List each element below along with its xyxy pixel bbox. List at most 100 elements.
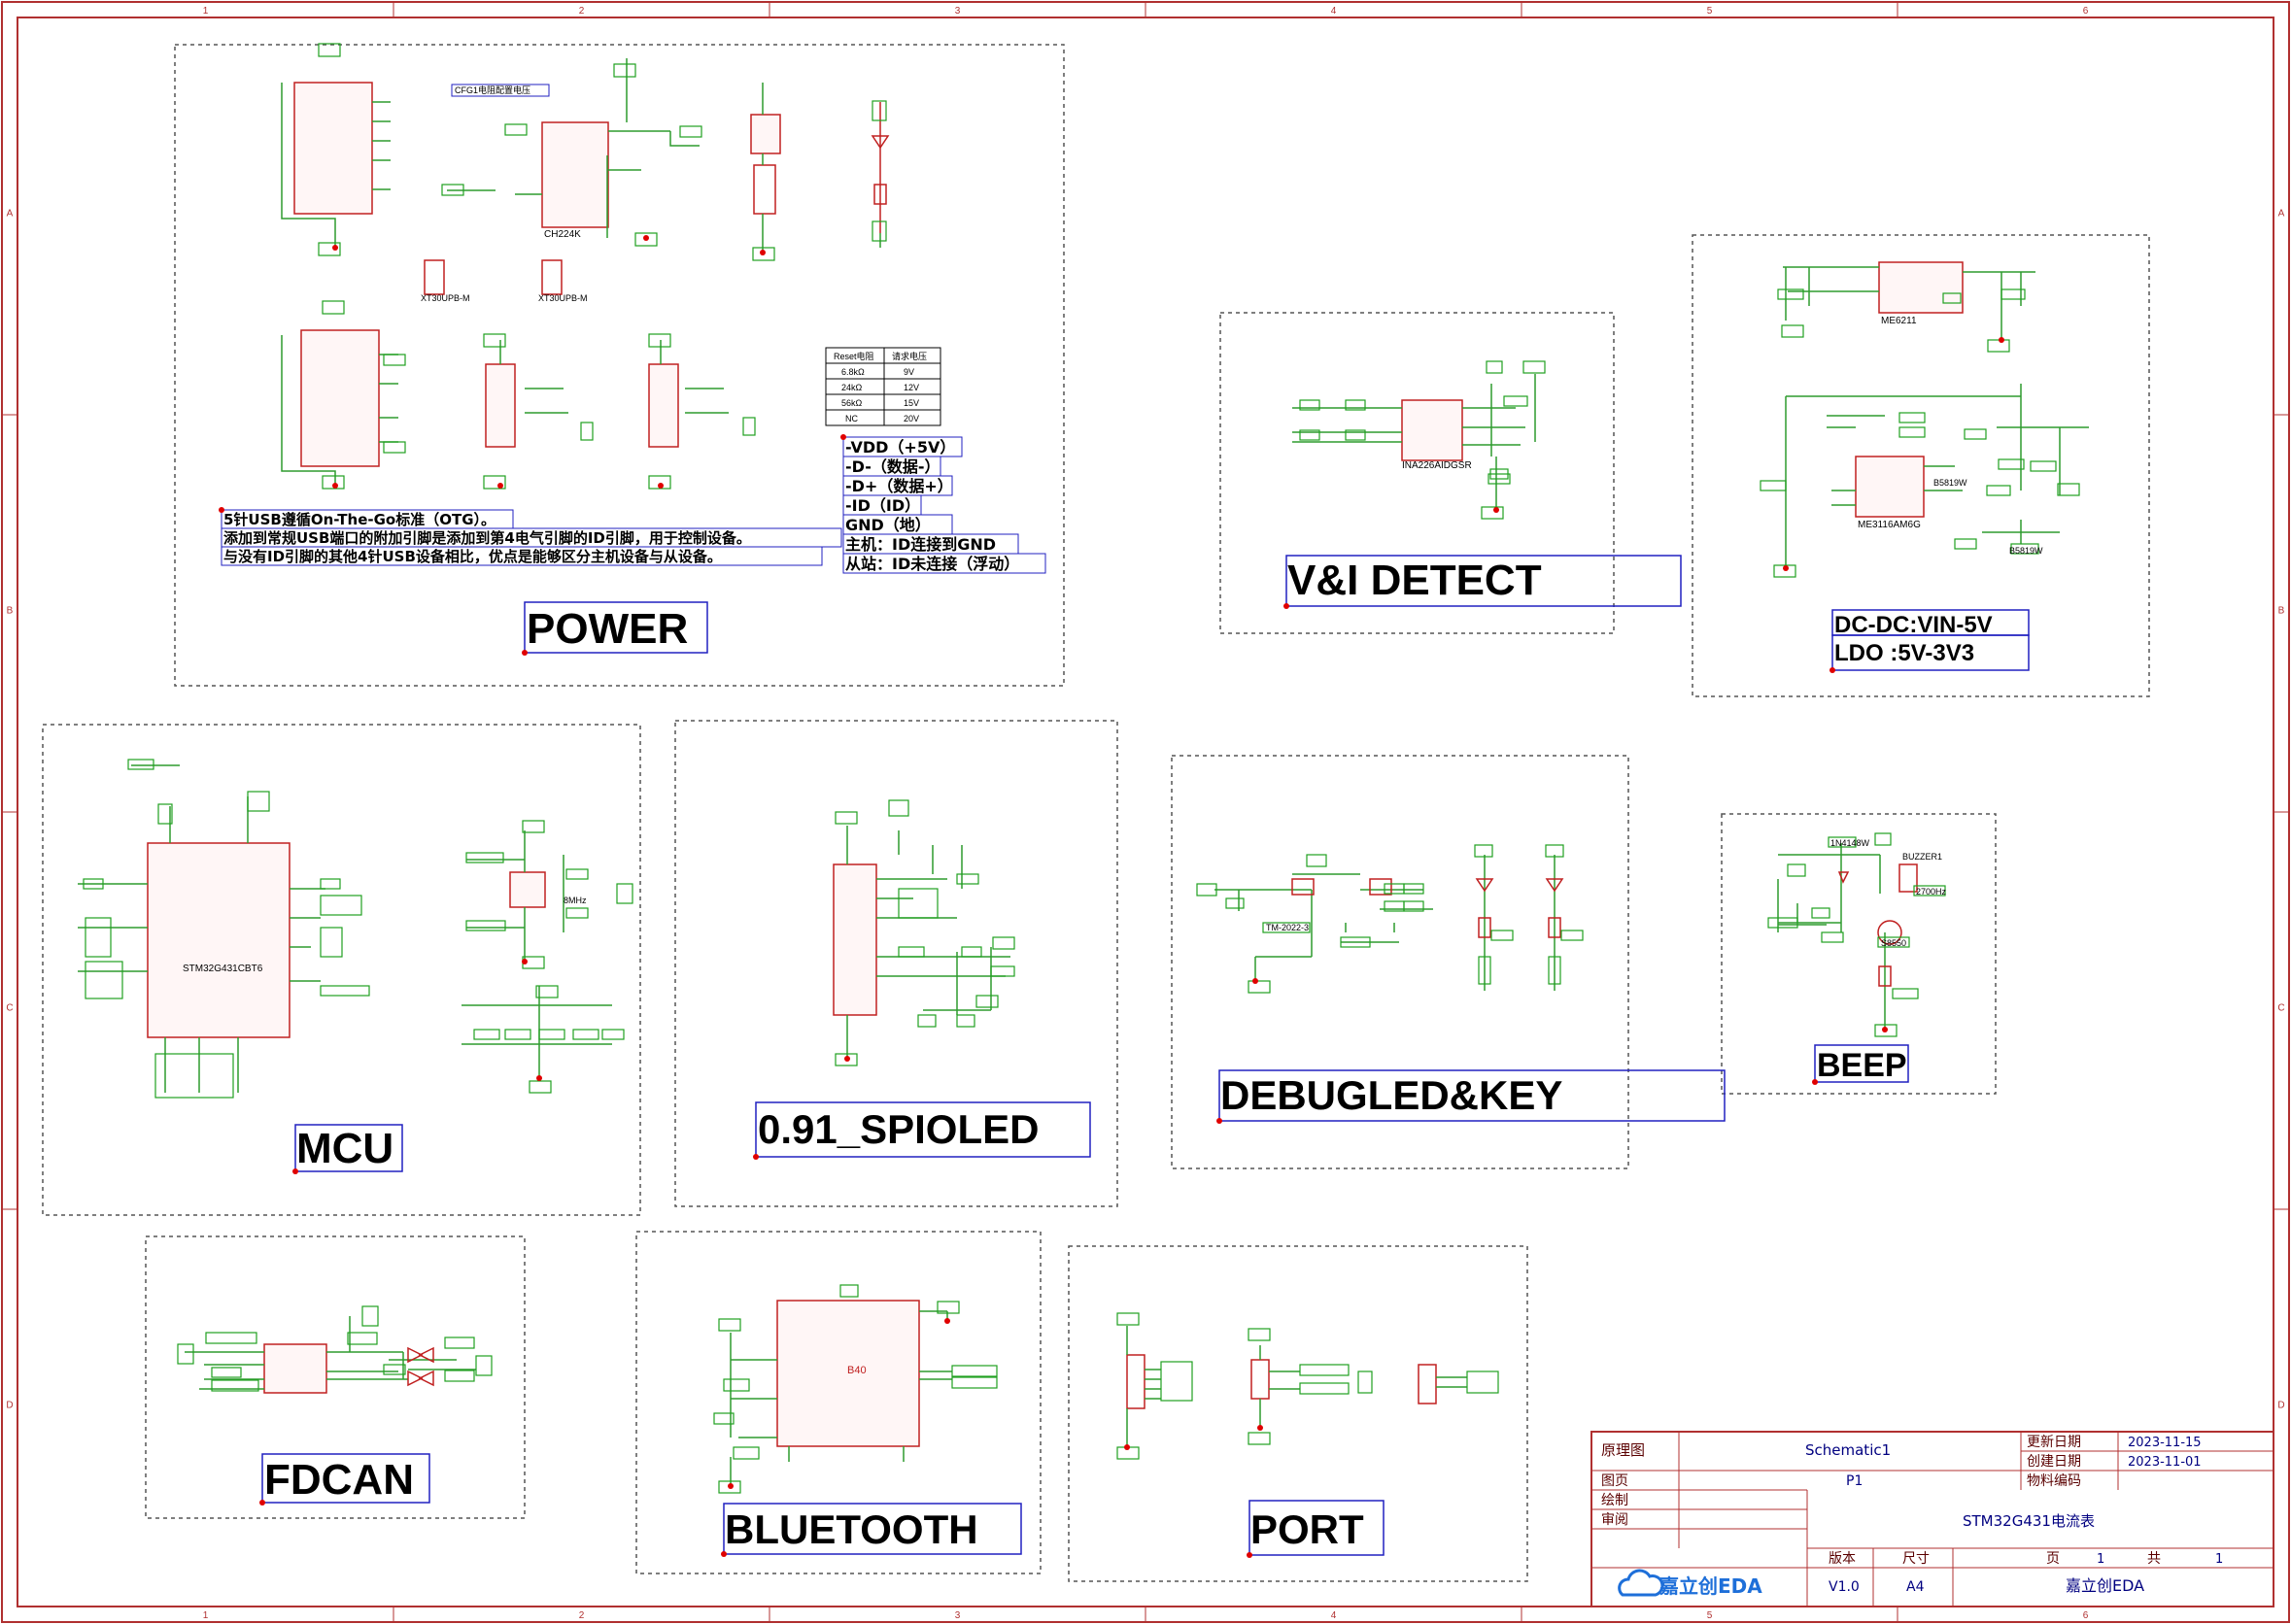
frame-col-marker: 4 bbox=[1331, 1610, 1337, 1621]
frame-col-marker: 6 bbox=[2083, 1610, 2089, 1621]
mcu-circuit: STM32G431CBT6 8MHz bbox=[78, 759, 633, 1099]
frame-col-marker: 6 bbox=[2083, 6, 2089, 17]
title-block: 原理图 Schematic1 更新日期 2023-11-15 创建日期 2023… bbox=[1590, 1431, 2274, 1607]
frame-row-marker: A bbox=[7, 209, 14, 220]
reset-table-r3c0: NC bbox=[845, 414, 858, 423]
reset-table-r0c1: 9V bbox=[904, 367, 914, 377]
cfg-note: CFG1电阻配置电压 bbox=[455, 85, 530, 95]
dcdc-title-2: LDO :5V-3V3 bbox=[1834, 640, 1974, 666]
power-title: POWER bbox=[527, 605, 688, 653]
ina226-label: INA226AIDGSR bbox=[1402, 460, 1472, 471]
frame-col-marker: 2 bbox=[579, 1610, 585, 1621]
otg-notes: 5针USB遵循On-The-Go标准（OTG）。 添加到常规USB端口的附加引脚… bbox=[221, 509, 842, 566]
schottky-label-1: B5819W bbox=[1933, 478, 1967, 488]
reset-table-r2c0: 56kΩ bbox=[841, 398, 863, 408]
ch224k-label: CH224K bbox=[544, 229, 581, 240]
me6211-label: ME6211 bbox=[1881, 316, 1917, 326]
diode-label: 1N4148W bbox=[1830, 838, 1870, 848]
logo-text: 嘉立创EDA bbox=[1658, 1574, 1762, 1598]
power-module-box bbox=[174, 44, 1065, 687]
power-circuit bbox=[293, 82, 890, 467]
frame-row-marker: B bbox=[7, 606, 14, 617]
frame-col-marker: 5 bbox=[1707, 1610, 1713, 1621]
frame-row-marker: A bbox=[2278, 209, 2285, 220]
frame-col-marker: 4 bbox=[1331, 6, 1337, 17]
beep-title: BEEP bbox=[1817, 1047, 1907, 1084]
dcdc-circuit: ME6211 ME3116AM6G B5819W B5819W bbox=[1760, 261, 2089, 578]
frame-col-marker: 3 bbox=[955, 6, 961, 17]
bluetooth-circuit: B40 bbox=[713, 1284, 998, 1494]
tb-company: 嘉立创EDA bbox=[2066, 1576, 2144, 1595]
vi-detect-title: V&I DETECT bbox=[1287, 557, 1542, 604]
key-part-label: TM-2022-3 bbox=[1266, 923, 1309, 932]
tb-total: 1 bbox=[2215, 1552, 2223, 1567]
xt30-label-2: XT30UPB-M bbox=[538, 293, 588, 303]
bluetooth-title: BLUETOOTH bbox=[725, 1506, 978, 1552]
pin-note-dminus: -D-（数据-） bbox=[845, 457, 940, 476]
otg-note-1: 5针USB遵循On-The-Go标准（OTG）。 bbox=[223, 511, 496, 528]
tb-size: A4 bbox=[1906, 1579, 1925, 1595]
mcu-chip-label: STM32G431CBT6 bbox=[183, 964, 263, 974]
tb-label-created: 创建日期 bbox=[2027, 1454, 2081, 1470]
mt3608-label: ME3116AM6G bbox=[1858, 520, 1921, 530]
otg-note-2: 添加到常规USB端口的附加引脚是添加到第4电气引脚的ID引脚，用于控制设备。 bbox=[223, 529, 751, 547]
tb-version: V1.0 bbox=[1829, 1579, 1860, 1595]
xt30-label-1: XT30UPB-M bbox=[421, 293, 470, 303]
tb-label-material: 物料编码 bbox=[2027, 1473, 2081, 1489]
fdcan-circuit bbox=[177, 1305, 493, 1394]
tb-label-total: 共 bbox=[2147, 1551, 2161, 1567]
crystal-label: 8MHz bbox=[564, 896, 587, 905]
pin-note-host: 主机：ID连接到GND bbox=[845, 535, 996, 554]
tb-updated: 2023-11-15 bbox=[2128, 1436, 2202, 1450]
frame-row-marker: D bbox=[2277, 1401, 2284, 1411]
pin-note-gnd: GND（地） bbox=[845, 516, 931, 534]
tb-label-version: 版本 bbox=[1829, 1551, 1856, 1567]
reset-table-r1c0: 24kΩ bbox=[841, 383, 863, 392]
ss8550-label: S8550 bbox=[1881, 938, 1906, 948]
tb-schematic-name: Schematic1 bbox=[1805, 1441, 1891, 1459]
tb-project: STM32G431电流表 bbox=[1963, 1512, 2095, 1530]
reset-table-h2: 请求电压 bbox=[892, 351, 927, 361]
debug-circuit: TM-2022-3 bbox=[1196, 844, 1584, 994]
debug-module-box bbox=[1171, 755, 1629, 1169]
tb-label-schematic: 原理图 bbox=[1601, 1441, 1645, 1459]
port-title: PORT bbox=[1250, 1506, 1364, 1552]
port-circuit bbox=[1116, 1312, 1499, 1460]
tb-label-drawn: 绘制 bbox=[1601, 1493, 1628, 1508]
tb-label-pg: 页 bbox=[2046, 1551, 2060, 1567]
tb-label-updated: 更新日期 bbox=[2027, 1435, 2081, 1450]
mcu-module-box bbox=[42, 724, 641, 1216]
reset-table-r2c1: 15V bbox=[904, 398, 919, 408]
dcdc-title-1: DC-DC:VIN-5V bbox=[1834, 612, 1993, 638]
schottky-label-2: B5819W bbox=[2009, 546, 2043, 556]
reset-table-r0c0: 6.8kΩ bbox=[841, 367, 865, 377]
inner-frame bbox=[17, 17, 2274, 1607]
fdcan-module-box bbox=[145, 1235, 526, 1519]
tb-page-name: P1 bbox=[1846, 1473, 1863, 1489]
frame-row-marker: C bbox=[2277, 1003, 2284, 1014]
dcdc-module-box bbox=[1692, 234, 2150, 697]
tb-label-page: 图页 bbox=[1601, 1473, 1628, 1489]
oled-circuit bbox=[833, 799, 1015, 1066]
bluetooth-module-box bbox=[635, 1231, 1042, 1574]
power-net-labels bbox=[318, 43, 887, 490]
pin-note-id: -ID（ID） bbox=[845, 496, 920, 515]
tb-created: 2023-11-01 bbox=[2128, 1455, 2202, 1470]
frame-row-marker: B bbox=[2278, 606, 2285, 617]
tb-label-size: 尺寸 bbox=[1902, 1551, 1930, 1567]
vi-detect-module-box bbox=[1219, 312, 1615, 634]
frame-col-marker: 2 bbox=[579, 6, 585, 17]
frame-row-marker: D bbox=[6, 1401, 13, 1411]
pin-note-vdd: -VDD（+5V） bbox=[845, 438, 955, 457]
reset-table-r1c1: 12V bbox=[904, 383, 919, 392]
buzz-freq-label: 2700Hz bbox=[1916, 887, 1947, 897]
mcu-title: MCU bbox=[296, 1125, 393, 1172]
frame-col-marker: 1 bbox=[203, 6, 209, 17]
frame-col-marker: 1 bbox=[203, 1610, 209, 1621]
otg-note-3: 与没有ID引脚的其他4针USB设备相比，优点是能够区分主机设备与从设备。 bbox=[223, 548, 722, 565]
buzzer-label: BUZZER1 bbox=[1902, 852, 1942, 862]
debug-title: DEBUGLED&KEY bbox=[1220, 1072, 1562, 1118]
vi-detect-circuit: INA226AIDGSR bbox=[1292, 360, 1546, 520]
